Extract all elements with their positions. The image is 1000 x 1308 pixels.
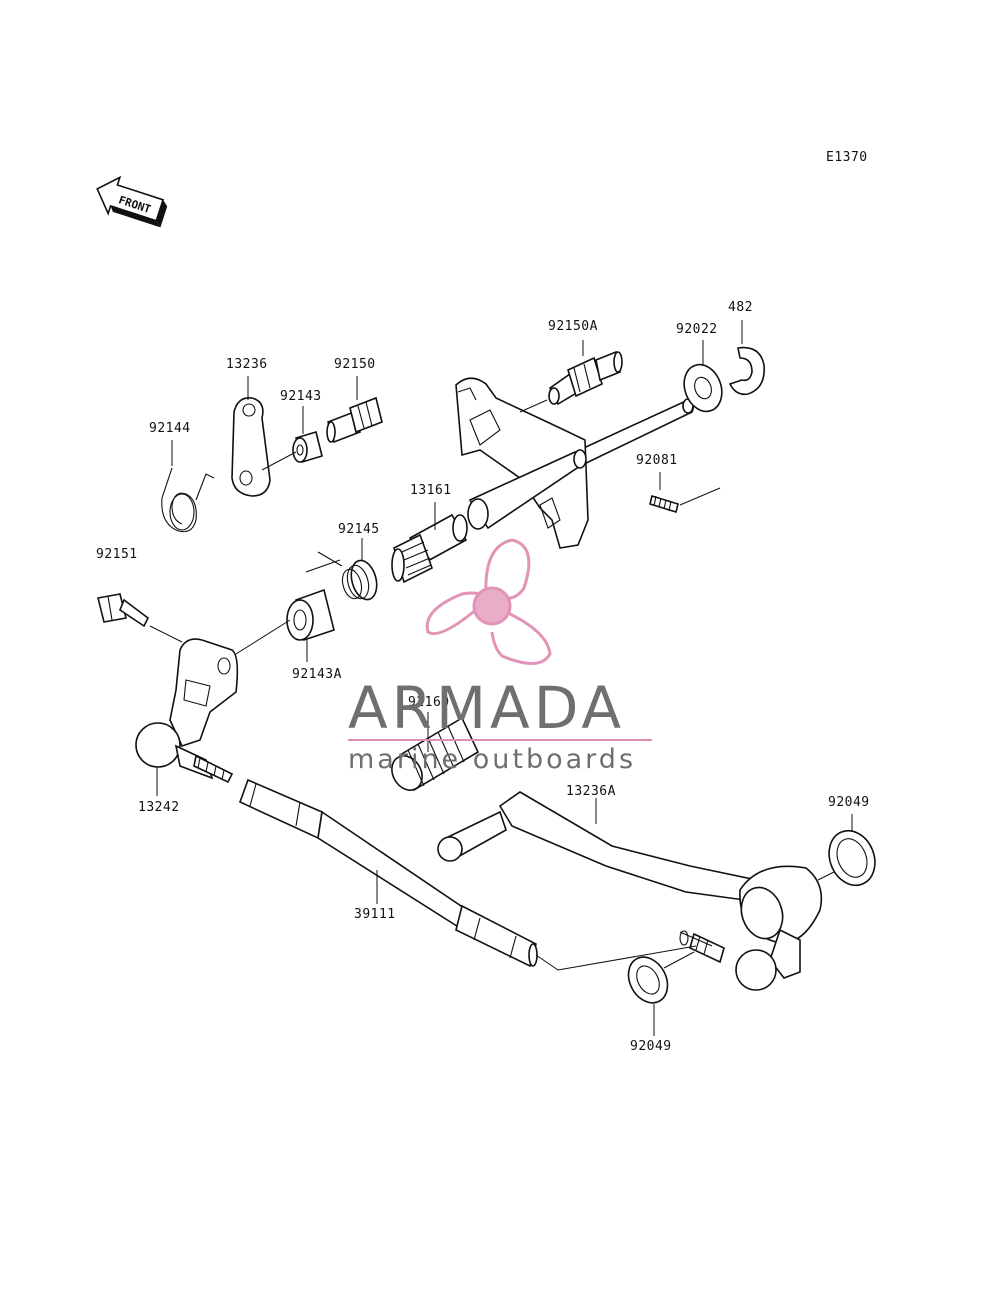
label-13236A: 13236A	[566, 784, 616, 799]
watermark-tagline: marine outboards	[348, 744, 636, 775]
label-13242: 13242	[138, 800, 180, 815]
collar-92143	[292, 430, 323, 464]
label-92144: 92144	[149, 421, 191, 436]
pedal-arm-13236A	[437, 791, 823, 991]
diagram-code: E1370	[826, 150, 868, 165]
spring-92144	[161, 467, 215, 533]
propeller-logo-icon	[425, 538, 552, 665]
seal-92049-bottom	[627, 956, 669, 1004]
front-arrow-icon: FRONT	[96, 175, 168, 228]
collar-92143A	[286, 588, 335, 642]
seal-92049-top	[828, 829, 876, 887]
spring-92145	[305, 551, 378, 601]
label-92145: 92145	[338, 522, 380, 537]
tie-rod-39111	[238, 778, 538, 968]
watermark: ARMADA marine outboards	[348, 538, 652, 775]
label-92049-top: 92049	[828, 795, 870, 810]
label-482: 482	[728, 300, 753, 315]
pedal-rubber-92160	[391, 716, 480, 792]
label-13161: 13161	[410, 483, 452, 498]
label-92143A: 92143A	[292, 667, 342, 682]
label-92143: 92143	[280, 389, 322, 404]
leader-lines	[149, 320, 853, 1036]
label-39111: 39111	[354, 907, 396, 922]
watermark-brand: ARMADA	[348, 674, 625, 742]
arm-13236	[231, 396, 271, 497]
label-92049-bottom: 92049	[630, 1039, 672, 1054]
label-92151: 92151	[96, 547, 138, 562]
label-92081: 92081	[636, 453, 678, 468]
label-92150A: 92150A	[548, 319, 598, 334]
bolt-92151	[97, 593, 150, 628]
shift-shaft	[391, 377, 695, 584]
shift-lever-13242	[135, 638, 239, 784]
washer-92022	[683, 363, 723, 413]
circlip-482	[728, 346, 765, 396]
part-labels: 92150A 92022 482 13236 92150 92143 92144…	[96, 300, 870, 1054]
label-92160: 92160	[408, 695, 450, 710]
label-92150: 92150	[334, 357, 376, 372]
pin-92081	[649, 494, 679, 514]
bolt-92150A	[548, 350, 623, 406]
label-13236: 13236	[226, 357, 268, 372]
bolt-92150	[326, 396, 383, 444]
label-92022: 92022	[676, 322, 718, 337]
